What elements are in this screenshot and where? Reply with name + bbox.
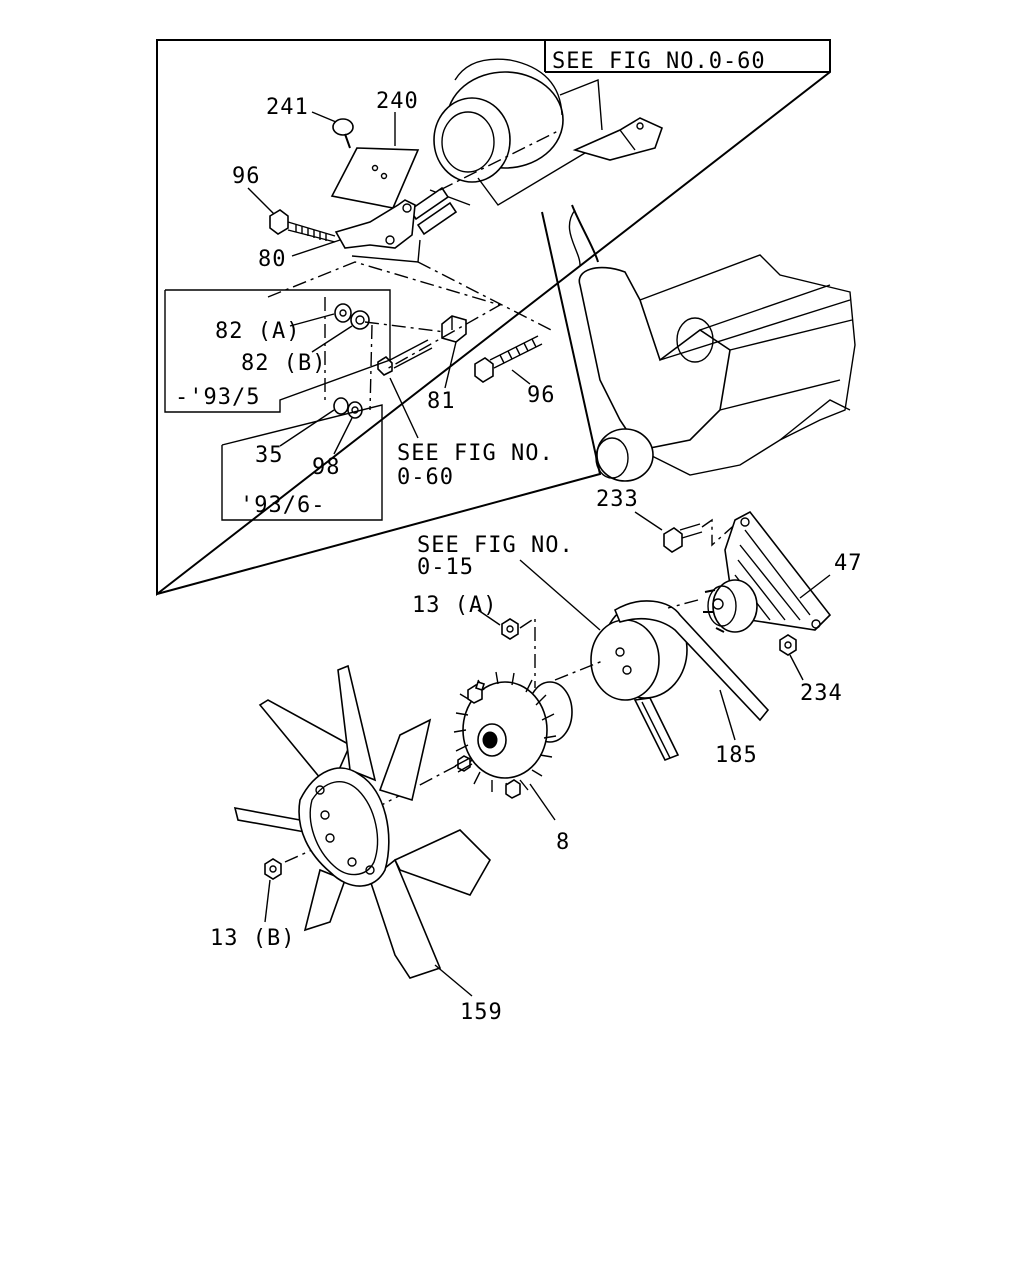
part-label-159: 159 (460, 1000, 503, 1025)
callout-see-fig-060-mid-1: SEE FIG NO. (397, 441, 554, 466)
part-label-35: 35 (255, 443, 284, 468)
fan-159 (233, 664, 491, 979)
assembly-line-2 (417, 261, 556, 333)
fan-bracket-47 (703, 510, 832, 633)
callout-see-fig-015-2: 0-15 (417, 555, 474, 580)
callout-see-fig-015-1: SEE FIG NO. (417, 533, 574, 558)
part-label-13b: 13 (B) (210, 926, 295, 951)
range-label-early: -'93/5 (175, 385, 260, 410)
assembly-line-6 (439, 129, 561, 191)
block-81 (441, 315, 467, 343)
plate-240 (330, 147, 420, 209)
part-label-13a: 13 (A) (412, 593, 497, 618)
nut-82a (334, 303, 352, 323)
adjusting-bracket (572, 117, 663, 161)
part-label-80: 80 (258, 247, 287, 272)
leader-lines (247, 111, 831, 997)
v-belt-185 (613, 600, 770, 762)
assembly-line-clutch (554, 659, 606, 681)
part-label-47: 47 (834, 551, 863, 576)
engine-frame (156, 211, 602, 595)
assembly-line-3 (364, 321, 446, 333)
bolt-96-top (269, 209, 336, 243)
part-label-240: 240 (376, 89, 419, 114)
bolt-81-stud (377, 339, 433, 376)
part-label-96-top: 96 (232, 164, 261, 189)
assembly-line-13b (284, 841, 331, 863)
nut-13b (264, 858, 282, 880)
fan-clutch-8 (453, 671, 573, 799)
alternator (408, 58, 591, 236)
range-box-late (221, 404, 383, 521)
part-label-96-right: 96 (527, 383, 556, 408)
bolt-96-right (474, 335, 543, 383)
pulley (590, 601, 688, 701)
nut-234 (779, 634, 797, 656)
stud-bolt (454, 757, 473, 773)
part-label-185: 185 (715, 743, 758, 768)
part-label-234: 234 (800, 681, 843, 706)
callout-see-fig-060-mid-2: 0-60 (397, 465, 454, 490)
part-label-81: 81 (427, 389, 456, 414)
part-label-8: 8 (556, 830, 570, 855)
washer-82b (350, 310, 370, 330)
washer-35 (333, 397, 349, 415)
part-label-98: 98 (312, 455, 341, 480)
nut-13a (501, 618, 519, 640)
part-label-82b: 82 (B) (241, 351, 326, 376)
range-box-early (164, 289, 391, 413)
part-label-233: 233 (596, 487, 639, 512)
alt-callout-leader (559, 79, 603, 131)
bolt-233 (663, 523, 703, 553)
clip-241 (332, 118, 354, 149)
assembly-line-1 (267, 261, 502, 371)
part-label-82a: 82 (A) (215, 319, 300, 344)
part-label-241: 241 (266, 95, 309, 120)
assembly-line-13a (519, 616, 536, 688)
bracket-80 (334, 199, 421, 263)
range-label-late: '93/6- (240, 493, 325, 518)
assembly-line-pulley (667, 599, 699, 609)
engine-block (568, 204, 856, 482)
callout-see-fig-060-top: SEE FIG NO.0-60 (552, 49, 766, 74)
assembly-line-233 (701, 518, 741, 547)
